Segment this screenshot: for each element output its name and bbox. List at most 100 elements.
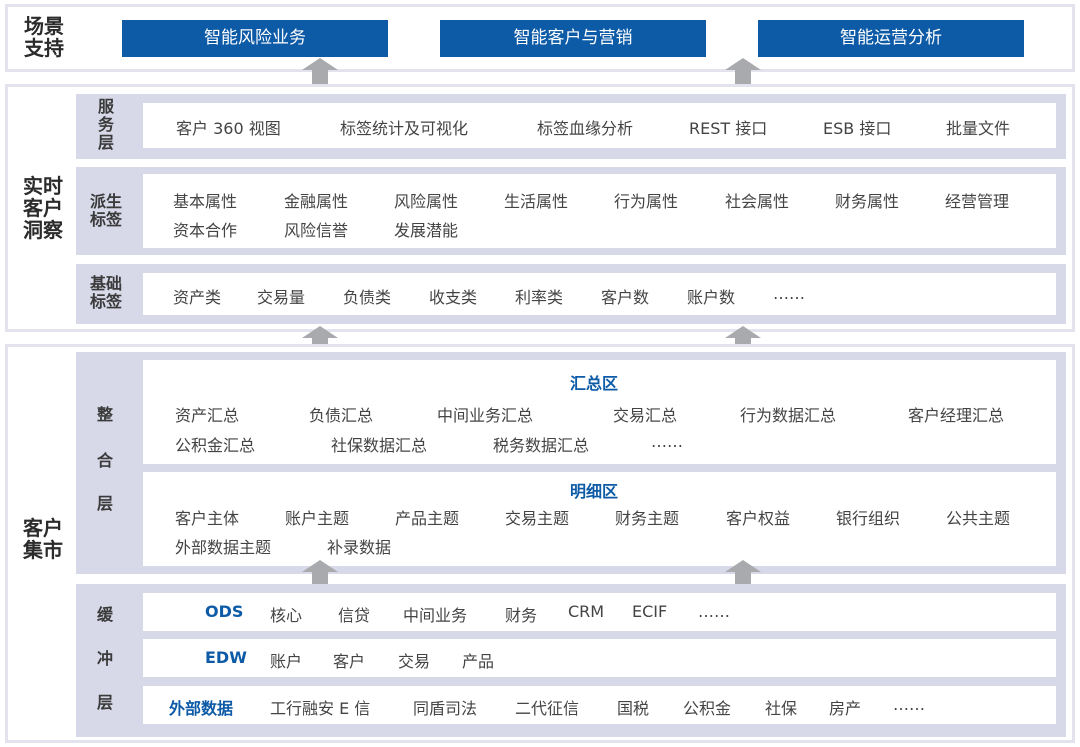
up-arrow-icon <box>725 326 761 356</box>
service-items: 客户 360 视图 标签统计及可视化 标签血缘分析 REST 接口 ESB 接口… <box>143 115 1056 138</box>
edw-item: 产品 <box>462 652 495 671</box>
detail-line2: 外部数据主题 补录数据 <box>143 534 1056 557</box>
integration-layer-label-3: 层 <box>96 494 113 513</box>
service-item[interactable]: REST 接口 <box>689 119 768 138</box>
detail-item: 客户权益 <box>726 509 791 528</box>
ods-item: ECIF <box>632 602 668 621</box>
service-item[interactable]: 客户 360 视图 <box>176 119 281 138</box>
summary-item: 客户经理汇总 <box>908 406 1005 425</box>
integration-layer-label-2: 合 <box>96 451 113 470</box>
detail-zone-title: 明细区 <box>570 482 619 501</box>
up-arrow-icon <box>725 560 761 590</box>
edw-row: EDW 账户 客户 交易 产品 <box>143 639 1056 677</box>
external-data-item: 房产 <box>829 699 862 718</box>
derived-tags-layer: 派生 标签 基本属性 金融属性 风险属性 生活属性 行为属性 社会属性 财务属性… <box>76 167 1066 255</box>
summary-item: …… <box>651 432 683 451</box>
detail-item: 客户主体 <box>175 509 240 528</box>
derived-tag: 经营管理 <box>945 192 1010 211</box>
external-data-item: 同盾司法 <box>413 699 478 718</box>
smart-operation-button[interactable]: 智能运营分析 <box>758 20 1024 57</box>
derived-tags-line1: 基本属性 金融属性 风险属性 生活属性 行为属性 社会属性 财务属性 经营管理 <box>143 188 1056 211</box>
derived-tag: 行为属性 <box>614 192 679 211</box>
customer-mart-label: 客户 集市 <box>23 516 63 562</box>
external-data-item: 国税 <box>617 699 650 718</box>
derived-tag: 风险属性 <box>394 192 459 211</box>
edw-item: 账户 <box>270 652 303 671</box>
scene-support-label: 场景 支持 <box>24 14 64 60</box>
derived-tag: 基本属性 <box>173 192 238 211</box>
derived-tags-line2: 资本合作 风险信誉 发展潜能 <box>143 217 1056 240</box>
detail-line1: 客户主体 账户主题 产品主题 交易主题 财务主题 客户权益 银行组织 公共主题 <box>143 505 1056 528</box>
buffer-layer: 缓 冲 层 ODS 核心 信贷 中间业务 财务 CRM ECIF …… EDW … <box>76 584 1066 737</box>
basic-tags-label: 基础 标签 <box>89 274 122 311</box>
external-data-item: 公积金 <box>683 699 732 718</box>
basic-tag: 账户数 <box>687 288 736 307</box>
basic-tag: 交易量 <box>257 288 306 307</box>
ods-tag: ODS <box>205 602 244 621</box>
summary-item: 行为数据汇总 <box>740 406 837 425</box>
service-item[interactable]: ESB 接口 <box>823 119 892 138</box>
detail-item: 外部数据主题 <box>175 538 272 557</box>
basic-tag: 客户数 <box>601 288 650 307</box>
ods-item: …… <box>698 602 730 621</box>
summary-item: 税务数据汇总 <box>493 436 590 455</box>
summary-zone: 汇总区 资产汇总 负债汇总 中间业务汇总 交易汇总 行为数据汇总 客户经理汇总 … <box>143 360 1056 464</box>
edw-items: EDW 账户 客户 交易 产品 <box>143 648 1056 671</box>
summary-item: 负债汇总 <box>309 406 374 425</box>
basic-tag: 负债类 <box>343 288 392 307</box>
detail-zone: 明细区 客户主体 账户主题 产品主题 交易主题 财务主题 客户权益 银行组织 公… <box>143 472 1056 566</box>
up-arrow-icon <box>302 58 338 88</box>
derived-tags-label: 派生 标签 <box>89 192 122 229</box>
summary-zone-title: 汇总区 <box>570 374 619 393</box>
external-data-item: 工行融安 E 信 <box>270 699 371 718</box>
service-item[interactable]: 批量文件 <box>946 119 1011 138</box>
basic-tags-layer: 基础 标签 资产类 交易量 负债类 收支类 利率类 客户数 账户数 …… <box>76 264 1066 324</box>
smart-risk-button[interactable]: 智能风险业务 <box>122 20 388 57</box>
summary-line2: 公积金汇总 社保数据汇总 税务数据汇总 …… <box>143 432 1056 455</box>
derived-tag: 金融属性 <box>284 192 349 211</box>
service-item[interactable]: 标签血缘分析 <box>537 119 634 138</box>
integration-layer: 整 合 层 汇总区 资产汇总 负债汇总 中间业务汇总 交易汇总 行为数据汇总 客… <box>76 352 1066 574</box>
up-arrow-icon <box>302 326 338 356</box>
detail-item: 财务主题 <box>615 509 680 528</box>
realtime-insight-label: 实时 客户 洞察 <box>23 174 63 242</box>
summary-item: 交易汇总 <box>613 406 678 425</box>
detail-item: 银行组织 <box>836 509 901 528</box>
edw-item: 交易 <box>398 652 431 671</box>
ods-row: ODS 核心 信贷 中间业务 财务 CRM ECIF …… <box>143 593 1056 631</box>
basic-tag: …… <box>773 284 805 303</box>
summary-item: 中间业务汇总 <box>437 406 534 425</box>
derived-tag: 社会属性 <box>725 192 790 211</box>
buffer-layer-label-3: 层 <box>96 693 113 712</box>
ods-item: 信贷 <box>338 606 371 625</box>
service-layer-label: 服 务 层 <box>97 97 114 152</box>
ods-item: 中间业务 <box>403 606 468 625</box>
scene-support-section: 场景 支持 智能风险业务 智能客户与营销 智能运营分析 <box>5 4 1075 72</box>
ods-item: 核心 <box>270 606 303 625</box>
summary-item: 公积金汇总 <box>175 436 256 455</box>
smart-marketing-button[interactable]: 智能客户与营销 <box>440 20 706 57</box>
external-data-items: 外部数据 工行融安 E 信 同盾司法 二代征信 国税 公积金 社保 房产 …… <box>143 695 1056 718</box>
external-data-item: …… <box>893 695 925 714</box>
buffer-layer-label-2: 冲 <box>96 649 113 668</box>
service-item[interactable]: 标签统计及可视化 <box>340 119 469 138</box>
derived-tag: 生活属性 <box>504 192 569 211</box>
derived-tags-box: 基本属性 金融属性 风险属性 生活属性 行为属性 社会属性 财务属性 经营管理 … <box>143 174 1056 248</box>
service-box: 客户 360 视图 标签统计及可视化 标签血缘分析 REST 接口 ESB 接口… <box>143 103 1056 148</box>
integration-layer-label-1: 整 <box>96 405 113 424</box>
summary-line1: 资产汇总 负债汇总 中间业务汇总 交易汇总 行为数据汇总 客户经理汇总 <box>143 402 1056 425</box>
detail-item: 公共主题 <box>946 509 1011 528</box>
ods-item: CRM <box>568 602 605 621</box>
basic-tags-box: 资产类 交易量 负债类 收支类 利率类 客户数 账户数 …… <box>143 273 1056 315</box>
basic-tags-items: 资产类 交易量 负债类 收支类 利率类 客户数 账户数 …… <box>143 284 1056 307</box>
up-arrow-icon <box>302 560 338 590</box>
up-arrow-icon <box>725 58 761 88</box>
derived-tag: 发展潜能 <box>394 221 459 240</box>
derived-tag: 资本合作 <box>173 221 238 240</box>
basic-tag: 利率类 <box>515 288 564 307</box>
external-data-item: 二代征信 <box>515 699 580 718</box>
basic-tag: 收支类 <box>429 288 478 307</box>
detail-item: 交易主题 <box>505 509 570 528</box>
ods-item: 财务 <box>505 606 538 625</box>
derived-tag: 风险信誉 <box>284 221 349 240</box>
